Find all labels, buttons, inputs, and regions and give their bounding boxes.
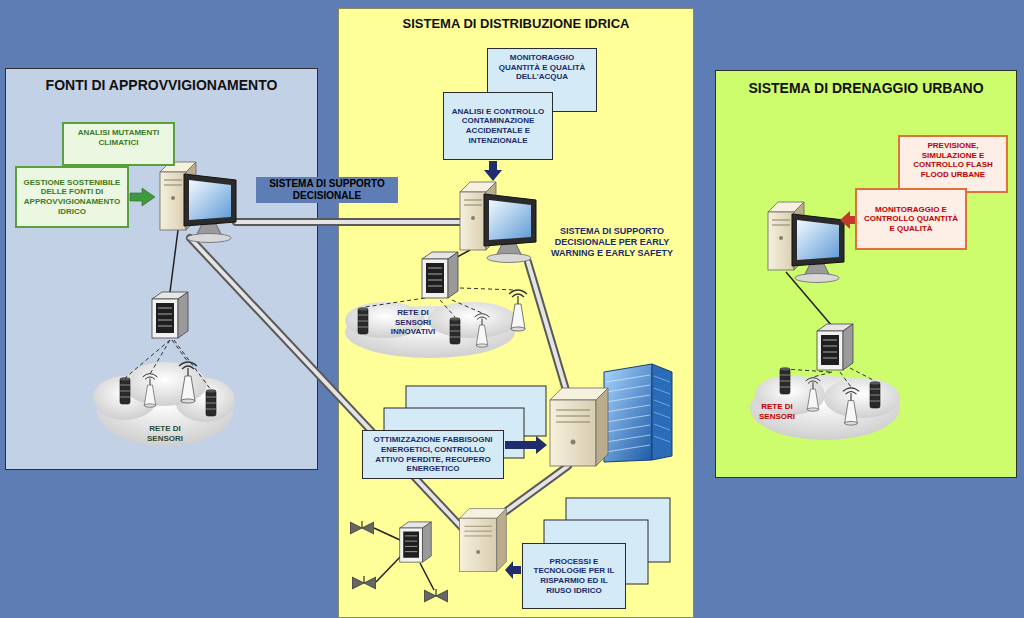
wire <box>374 528 400 540</box>
network-label: RETE DI SENSORI <box>140 424 190 443</box>
panel-title: SISTEMA DI DRENAGGIO URBANO <box>716 80 1016 97</box>
sensor-cloud <box>345 302 517 358</box>
backbone-outline <box>236 218 462 226</box>
valve-symbol <box>350 521 374 534</box>
box-text: MONITORAGGIO E CONTROLLO QUANTITÀ E QUAL… <box>861 205 961 234</box>
dashed-link <box>440 300 455 317</box>
valve-symbol <box>352 576 376 589</box>
dashed-link <box>840 372 851 387</box>
topic-box: PROCESSI E TECNOLOGIE PER IL RISPARMIO E… <box>522 543 626 609</box>
annotation-label: SISTEMA DI SUPPORTO DECISIONALE PER EARL… <box>548 226 676 258</box>
network-server <box>422 252 458 298</box>
sensor-cylinder <box>780 368 790 395</box>
dashed-link <box>850 368 875 381</box>
sensor-cylinder <box>120 378 130 405</box>
wireless-sensor <box>475 314 490 348</box>
cloud-lobe <box>750 376 900 440</box>
wireless-sensor <box>806 378 821 412</box>
network-server <box>817 324 853 370</box>
panel-title: SISTEMA DI DISTRIBUZIONE IDRICA <box>339 16 693 32</box>
network-server <box>152 292 188 338</box>
block-arrow <box>130 188 155 206</box>
computer-workstation <box>160 162 236 243</box>
label-anchor: RETE DI SENSORI INNOVATIVI <box>383 308 443 337</box>
backbone-outline <box>528 262 566 390</box>
office-building <box>604 364 672 462</box>
dashed-link <box>452 300 482 313</box>
wireless-sensor <box>179 362 197 403</box>
box-text: GESTIONE SOSTENIBILE DELLE FONTI DI APPR… <box>21 178 123 216</box>
topic-box: ANALISI E CONTROLLO CONTAMINAZIONE ACCID… <box>443 92 553 160</box>
label-anchor: RETE DI SENSORI <box>752 402 802 421</box>
box-text: ANALISI E CONTROLLO CONTAMINAZIONE ACCID… <box>448 107 548 145</box>
dashed-link <box>365 298 425 307</box>
topic-box: GESTIONE SOSTENIBILE DELLE FONTI DI APPR… <box>15 166 129 228</box>
block-arrow <box>505 436 547 454</box>
wireless-links <box>125 288 875 390</box>
building-windows <box>606 375 650 452</box>
tower-server <box>460 509 507 572</box>
wire <box>376 555 402 582</box>
network-label: RETE DI SENSORI <box>752 402 802 421</box>
computer-workstation <box>460 182 536 263</box>
stacked-sheet <box>544 520 648 584</box>
wire <box>420 563 434 590</box>
cloud-lobe <box>824 378 900 418</box>
box-text: MONITORAGGIO QUANTITÀ E QUALITÀ DELL'ACQ… <box>492 53 592 82</box>
label-anchor: SISTEMA DI SUPPORTO DECISIONALE PER EARL… <box>548 226 676 258</box>
sensor-cylinder <box>358 308 368 335</box>
building-side <box>652 364 672 460</box>
wire <box>170 230 178 292</box>
backbone-core <box>528 262 566 390</box>
backbone-core <box>190 238 466 532</box>
block-arrow <box>484 161 502 181</box>
sensor-cylinder <box>870 382 880 409</box>
dashed-link <box>172 340 188 362</box>
sensor-cloud <box>93 362 235 446</box>
wireless-sensor <box>843 388 859 425</box>
sensor-cylinder <box>206 390 216 417</box>
dashed-link <box>460 288 516 290</box>
link-label: SISTEMA DI SUPPORTO DECISIONALE <box>256 177 398 203</box>
tower-server <box>550 388 608 466</box>
topic-box: MONITORAGGIO E CONTROLLO QUANTITÀ E QUAL… <box>855 188 967 250</box>
block-arrow <box>505 561 521 579</box>
wireless-sensor <box>509 290 527 331</box>
sensor-cloud <box>750 375 900 440</box>
computer-workstation <box>768 202 844 283</box>
backbone-outline <box>190 238 466 532</box>
wires <box>170 230 832 590</box>
network-server <box>400 522 432 562</box>
box-text: OTTIMIZZAZIONE FABBISOGNI ENERGETICI, CO… <box>367 435 499 473</box>
topic-box: OTTIMIZZAZIONE FABBISOGNI ENERGETICI, CO… <box>362 430 504 479</box>
backbone-core <box>236 220 462 224</box>
sensor-cylinder <box>450 318 460 345</box>
topic-box: PREVISIONE, SIMULAZIONE E CONTROLLO FLAS… <box>898 135 1008 193</box>
network-label: RETE DI SENSORI INNOVATIVI <box>383 308 443 337</box>
dashed-link <box>150 340 170 374</box>
cloud-lobe <box>427 302 517 338</box>
wireless-sensor <box>143 374 158 408</box>
backbone-outline <box>505 466 568 512</box>
box-text: PREVISIONE, SIMULAZIONE E CONTROLLO FLAS… <box>904 141 1002 179</box>
building-front <box>604 364 652 462</box>
valve-symbol <box>424 589 448 602</box>
box-text: ANALISI MUTAMENTI CLIMATICI <box>68 128 169 147</box>
dashed-link <box>813 372 832 377</box>
block-arrow <box>840 211 856 229</box>
building-windows <box>654 376 670 442</box>
topic-box: ANALISI MUTAMENTI CLIMATICI <box>62 122 175 166</box>
dashed-link <box>125 340 170 378</box>
stacked-sheet <box>384 408 524 458</box>
label-anchor: RETE DI SENSORI <box>140 424 190 443</box>
label-anchor: SISTEMA DI SUPPORTO DECISIONALE <box>256 177 398 203</box>
panel-title: FONTI DI APPROVVIGIONAMENTO <box>6 77 317 94</box>
backbone-links <box>190 222 568 532</box>
backbone-core <box>505 466 568 512</box>
box-text: PROCESSI E TECNOLOGIE PER IL RISPARMIO E… <box>527 557 621 595</box>
